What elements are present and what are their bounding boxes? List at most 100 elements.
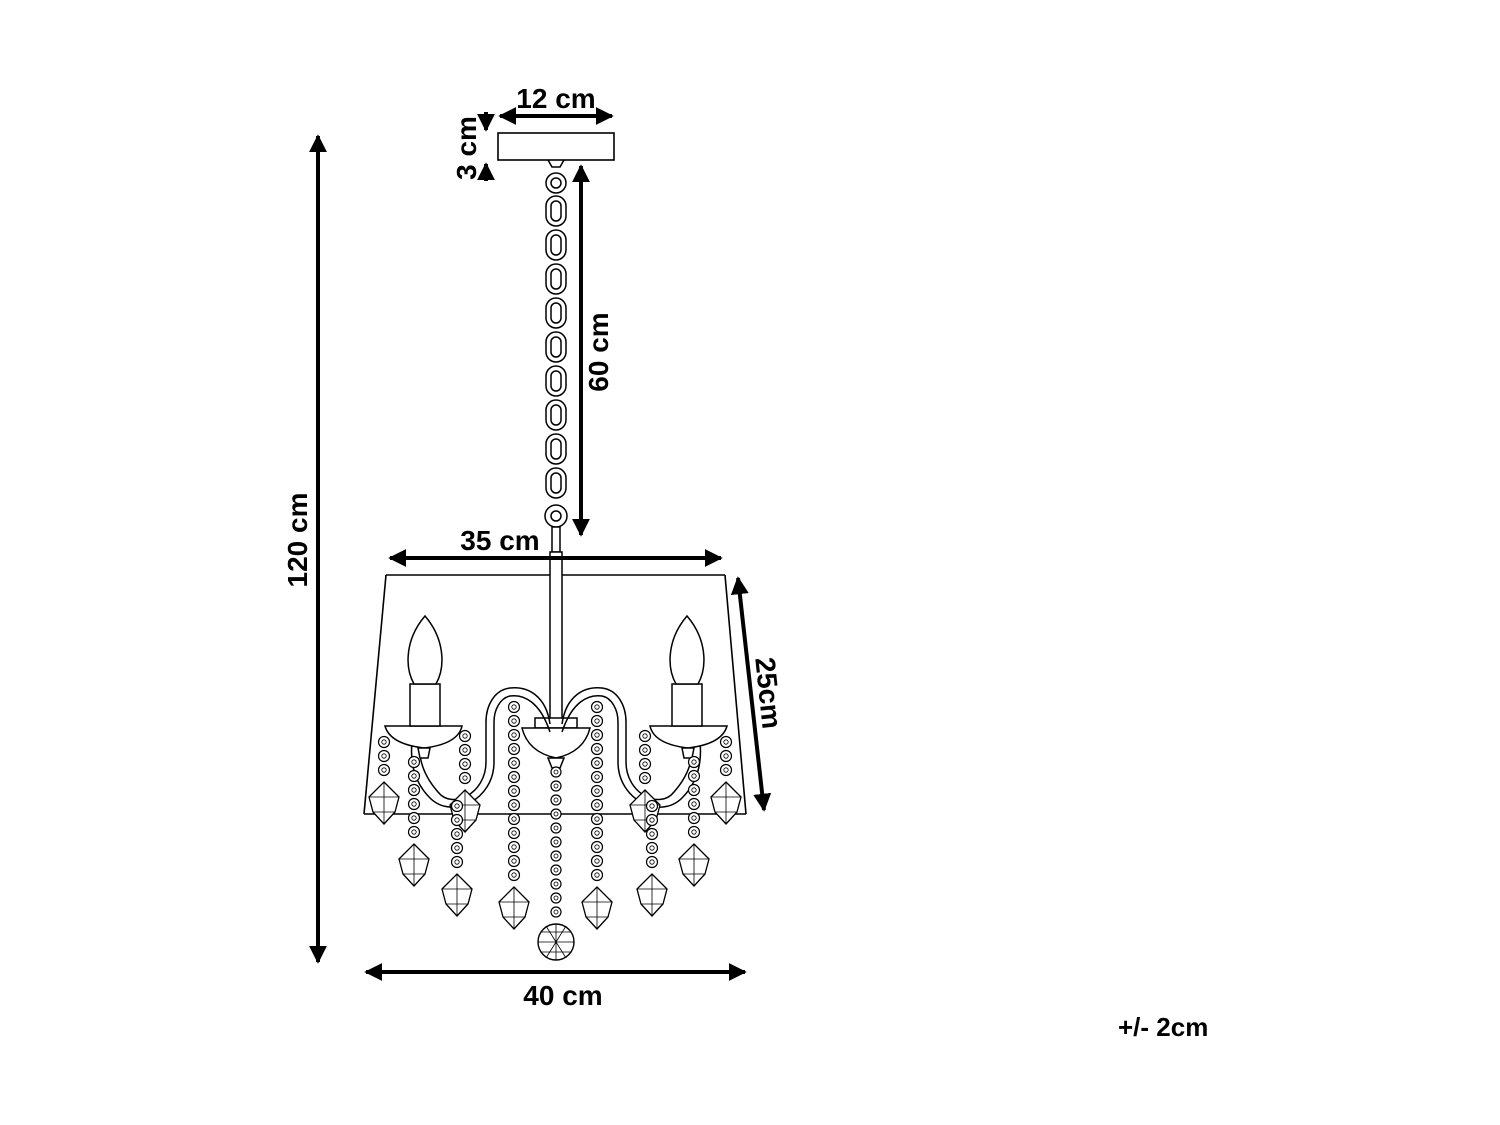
crystal-bead-facet xyxy=(381,753,387,759)
crystal-bead-facet xyxy=(411,801,417,807)
crystal-bead-facet xyxy=(553,797,559,803)
crystal-bead-facet xyxy=(511,760,517,766)
crystal-bead-facet xyxy=(553,895,559,901)
crystal-bead xyxy=(590,714,604,728)
crystal-bead-facet xyxy=(553,783,559,789)
shade-bottom-diameter-label: 40 cm xyxy=(523,980,602,1011)
crystal-bead xyxy=(645,813,659,827)
crystal-bead xyxy=(377,735,391,749)
crystal-bead xyxy=(507,812,521,826)
ceiling-canopy xyxy=(497,132,615,161)
shade-top-diameter-label: 35 cm xyxy=(460,525,539,556)
crystal-bead-facet xyxy=(723,739,729,745)
crystal-bead-facet xyxy=(411,773,417,779)
crystal-bead xyxy=(507,756,521,770)
total-height-label: 120 cm xyxy=(282,493,313,588)
crystal-bead-facet xyxy=(411,759,417,765)
crystal-bead xyxy=(590,868,604,882)
crystal-bead-facet xyxy=(691,787,697,793)
crystal-bead xyxy=(507,798,521,812)
crystal-bead xyxy=(638,743,652,757)
crystal-bead-facet xyxy=(594,774,600,780)
crystal-bead xyxy=(590,784,604,798)
crystal-bead xyxy=(590,798,604,812)
shade-height-arrow xyxy=(730,576,772,812)
right-candle xyxy=(649,614,728,759)
crystal-bead xyxy=(590,840,604,854)
crystal-bead-facet xyxy=(594,872,600,878)
crystal-bead xyxy=(507,770,521,784)
crystal-bead-facet xyxy=(594,844,600,850)
crystal-bead xyxy=(645,799,659,813)
crystal-bead-facet xyxy=(691,759,697,765)
crystal-bead-facet xyxy=(454,859,460,865)
crystal-bead xyxy=(590,826,604,840)
crystal-bead-facet xyxy=(411,815,417,821)
crystal-bead-facet xyxy=(454,803,460,809)
crystal-bead xyxy=(507,826,521,840)
crystal-bead xyxy=(407,769,421,783)
crystal-bead-facet xyxy=(553,853,559,859)
crystal-bead xyxy=(550,836,562,848)
crystal-bead xyxy=(550,808,562,820)
crystal-bead-facet xyxy=(594,704,600,710)
crystal-drop-facet xyxy=(582,887,612,929)
canopy-width-label: 12 cm xyxy=(516,83,595,114)
crystal-drop-facet xyxy=(499,887,529,929)
crystal-bead xyxy=(507,728,521,742)
crystal-bead xyxy=(407,797,421,811)
crystal-bead-facet xyxy=(553,881,559,887)
crystal-bead-facet xyxy=(723,753,729,759)
crystal-bead xyxy=(377,763,391,777)
chain-length-label: 60 cm xyxy=(583,312,614,391)
crystal-bead-facet xyxy=(649,831,655,837)
crystal-bead xyxy=(638,729,652,743)
crystal-bead xyxy=(550,850,562,862)
tolerance-note: +/- 2cm xyxy=(1118,1012,1209,1042)
crystal-bead xyxy=(687,825,701,839)
crystal-bead xyxy=(687,769,701,783)
crystal-bead-facet xyxy=(462,747,468,753)
crystal-bead xyxy=(458,729,472,743)
crystal-bead xyxy=(550,892,562,904)
crystal-bead xyxy=(590,700,604,714)
crystal-bead xyxy=(638,771,652,785)
crystal-drop-facet xyxy=(369,782,399,824)
crystal-bead xyxy=(638,757,652,771)
crystal-bead xyxy=(507,854,521,868)
crystal-bead xyxy=(507,784,521,798)
crystal-drop-facet xyxy=(442,874,472,916)
crystal-bead xyxy=(507,714,521,728)
crystal-bead-facet xyxy=(511,802,517,808)
crystal-bead xyxy=(719,735,733,749)
crystal-bead xyxy=(590,728,604,742)
crystal-bead xyxy=(550,794,562,806)
crystal-bead-facet xyxy=(594,816,600,822)
crystal-bead-facet xyxy=(511,816,517,822)
crystal-bead xyxy=(590,812,604,826)
crystal-bead-facet xyxy=(642,747,648,753)
crystal-bead xyxy=(458,771,472,785)
crystal-bead-facet xyxy=(511,788,517,794)
crystal-bead-facet xyxy=(511,774,517,780)
crystal-bead xyxy=(550,878,562,890)
crystal-bead xyxy=(645,827,659,841)
crystal-bead-facet xyxy=(594,830,600,836)
crystal-bead-facet xyxy=(553,839,559,845)
crystal-bead xyxy=(507,700,521,714)
crystal-bead-facet xyxy=(511,746,517,752)
crystal-bead-facet xyxy=(553,825,559,831)
crystal-bead-facet xyxy=(454,831,460,837)
crystal-bead xyxy=(590,756,604,770)
crystal-bead xyxy=(507,742,521,756)
crystal-bead-facet xyxy=(553,769,559,775)
crystal-bead-facet xyxy=(691,815,697,821)
canopy-nipple xyxy=(547,159,565,168)
suspension-chain xyxy=(544,172,568,528)
crystal-drop-facet xyxy=(679,844,709,886)
crystal-bead-facet xyxy=(594,788,600,794)
central-stem xyxy=(521,526,591,769)
crystal-bead xyxy=(407,783,421,797)
crystal-bead xyxy=(550,766,562,778)
crystal-bead xyxy=(687,797,701,811)
